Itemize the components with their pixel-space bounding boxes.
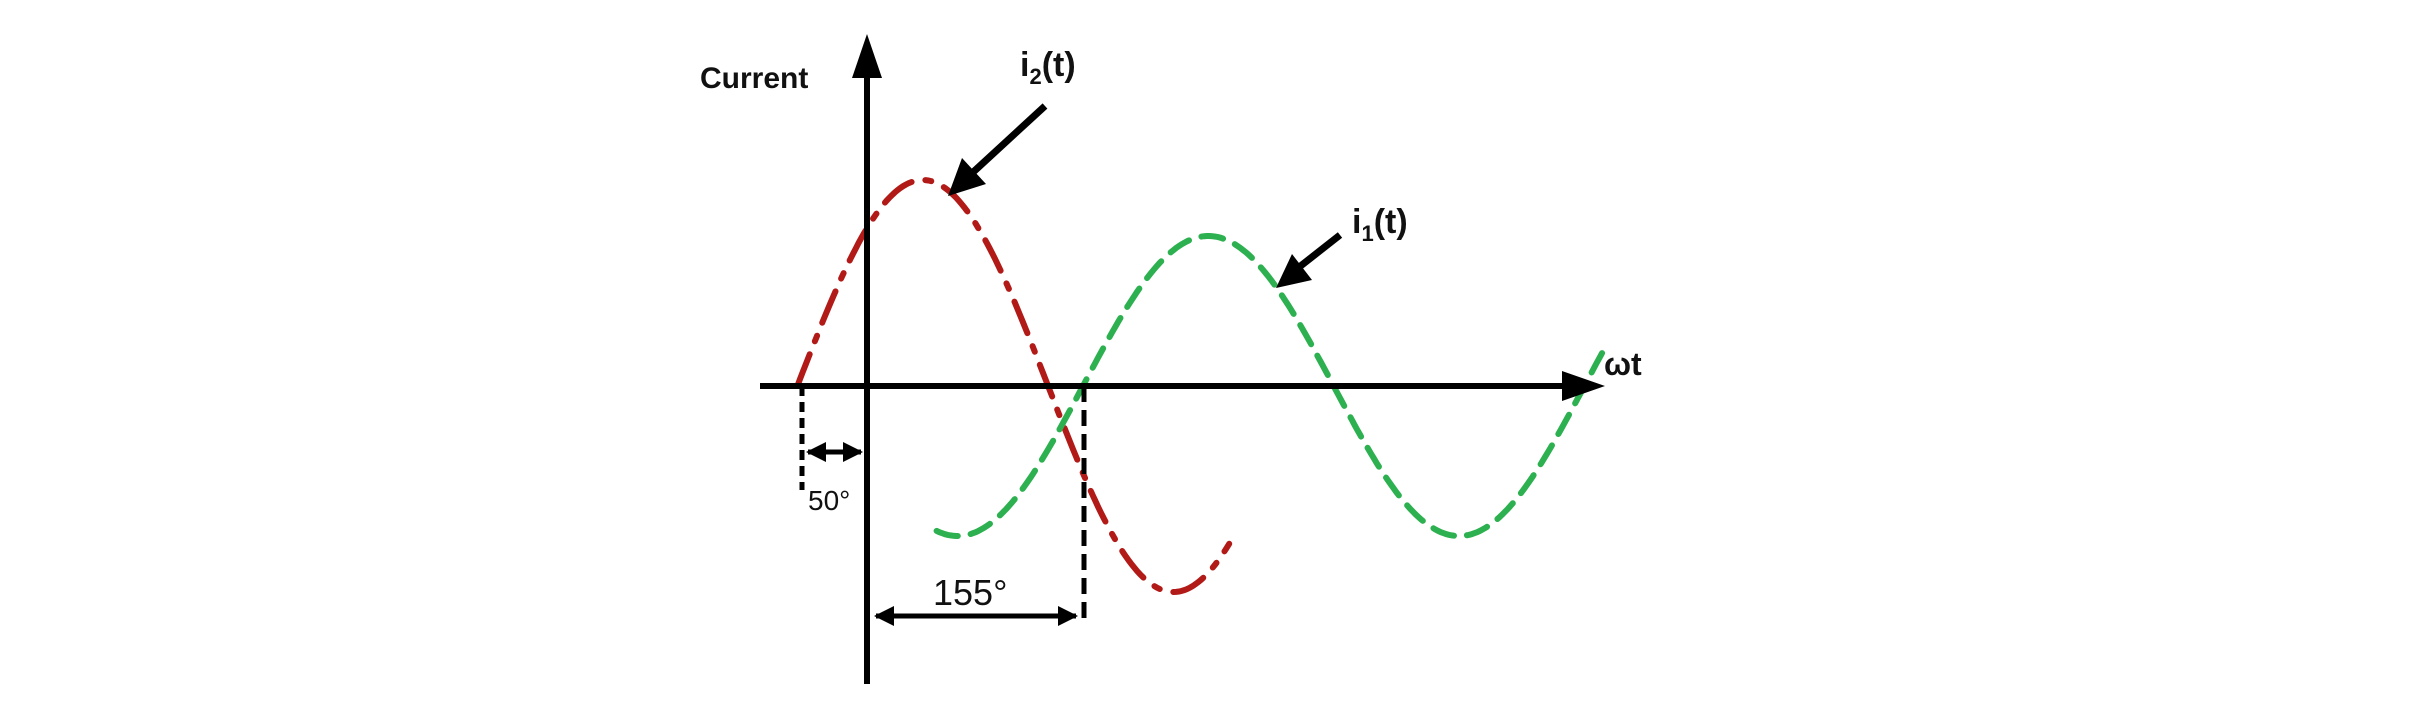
x-axis-arrowhead (1562, 371, 1605, 401)
offset-155-label: 155° (933, 572, 1007, 613)
offset-50-label: 50° (808, 485, 850, 516)
i1-pointer-arrow (1295, 232, 1343, 271)
i2-pointer-arrow (967, 103, 1048, 178)
x-axis-label: ωt (1604, 346, 1642, 382)
y-axis-label: Current (700, 62, 808, 95)
y-axis-arrowhead (852, 34, 882, 78)
i1-curve (933, 233, 1609, 539)
i1-label: i1(t) (1352, 203, 1408, 246)
i1-pointer-arrowhead (1276, 254, 1312, 288)
i2-pointer-arrowhead (948, 158, 986, 196)
i2-label: i2(t) (1020, 46, 1076, 89)
i2-curve (794, 176, 1233, 596)
